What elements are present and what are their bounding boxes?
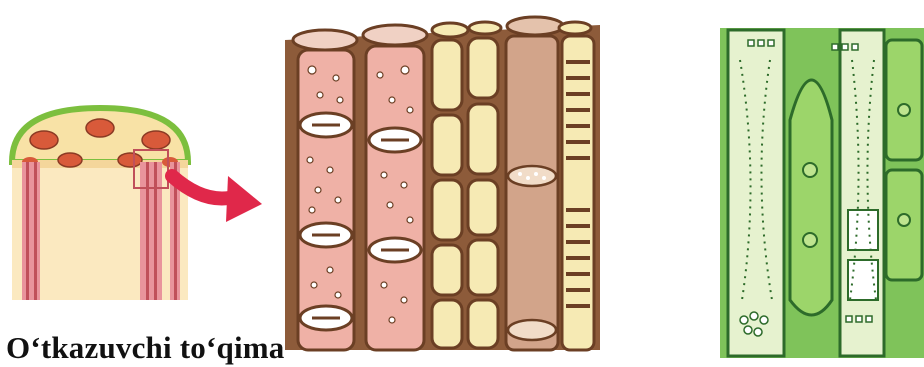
arrow-head (226, 176, 262, 222)
phloem-panel (720, 28, 924, 358)
figure-caption: O‘tkazuvchi to‘qima (6, 330, 285, 366)
xylem-vessels-panel (285, 17, 600, 350)
stem-section-panel (12, 108, 262, 300)
